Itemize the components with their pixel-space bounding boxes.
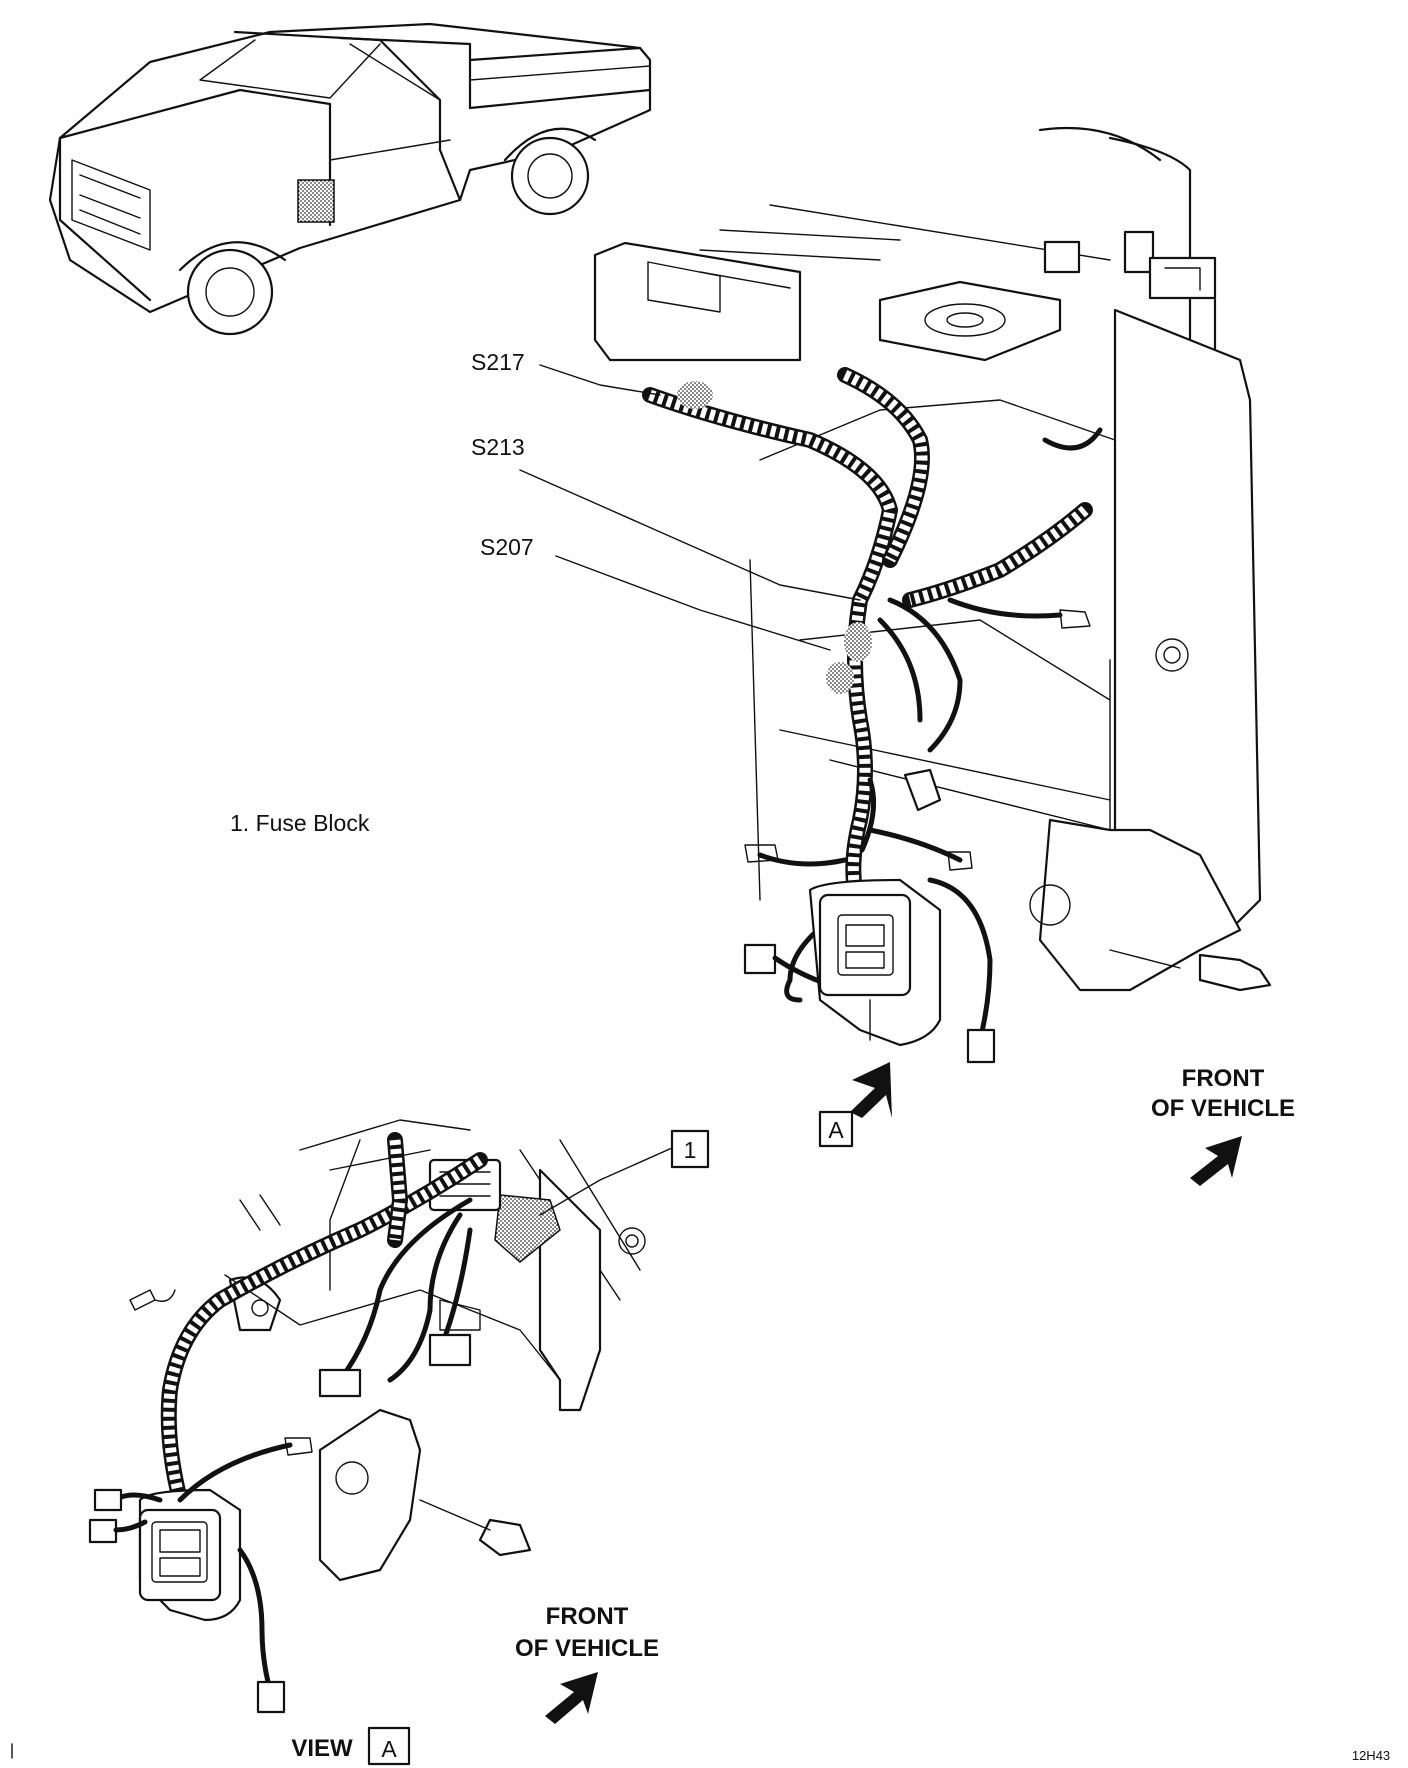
figure-code: 12H43 [1352, 1748, 1390, 1763]
splice-label-s207: S207 [480, 534, 534, 560]
front-of-vehicle-top-line1: FRONT [1182, 1065, 1265, 1092]
pickup-truck-icon [48, 22, 652, 336]
callout-1-label: 1 [684, 1137, 697, 1163]
arrow-icon [850, 1062, 892, 1118]
main-dash-view [593, 126, 1272, 1064]
view-a-detail [88, 1119, 646, 1714]
front-of-vehicle-bottom-line2: OF VEHICLE [515, 1635, 659, 1662]
callout-1-box [670, 1129, 710, 1169]
front-of-vehicle-top-line2: OF VEHICLE [1151, 1095, 1295, 1122]
view-a-callout-box [818, 1110, 854, 1148]
front-of-vehicle-bottom-line1: FRONT [546, 1603, 629, 1630]
location-highlight-icon [297, 179, 335, 223]
view-a-box-label: A [381, 1736, 397, 1762]
splice-label-s217: S217 [471, 349, 525, 375]
view-a-callout-label: A [828, 1117, 844, 1143]
legend-fuse-block: 1. Fuse Block [230, 810, 370, 836]
splice-label-s213: S213 [471, 434, 525, 460]
view-a-box [367, 1726, 411, 1766]
view-label: VIEW [291, 1735, 353, 1762]
